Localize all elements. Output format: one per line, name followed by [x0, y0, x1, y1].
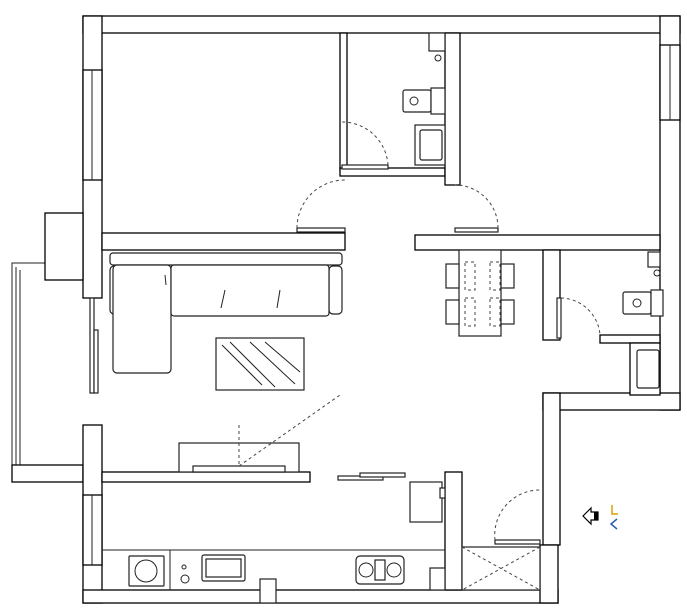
tv-cabinet: [178, 394, 341, 473]
doors: [296, 121, 601, 545]
dining-table: [445, 249, 515, 337]
bathroom-2-fixtures: [622, 251, 664, 389]
entrance-marker-icon: [609, 505, 618, 530]
arrow-left-icon: [582, 506, 599, 526]
coffee-table: [215, 337, 305, 391]
entry-closet: [461, 546, 541, 591]
bathroom-1-fixtures: [402, 32, 446, 166]
sofa: [109, 252, 343, 374]
balcony: [11, 262, 84, 483]
windows: [82, 44, 681, 566]
kitchen-fixtures: [102, 481, 446, 604]
